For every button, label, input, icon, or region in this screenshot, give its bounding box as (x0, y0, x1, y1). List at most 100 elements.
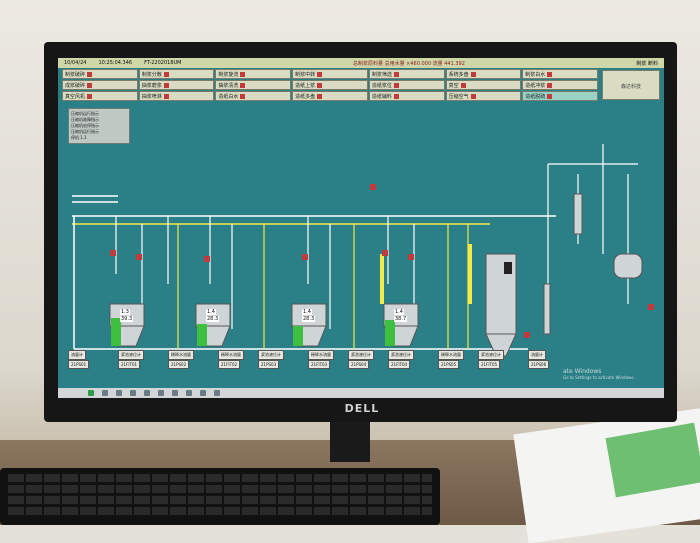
status-indicator-icon (317, 82, 323, 88)
nav-button-label: 抽浆喷淋 (141, 93, 162, 100)
legend-item: 停机 1.1 (71, 135, 87, 140)
instrument-tag: 21PS02 (168, 360, 190, 369)
nav-button[interactable]: 抽浆磨浆 (138, 80, 215, 90)
right-column (547, 144, 638, 334)
settings-icon[interactable] (116, 390, 122, 396)
nav-button[interactable]: 抽浆清洗 (215, 80, 292, 90)
nav-button-label: 制浆分散 (141, 71, 162, 78)
column-gauge (543, 283, 551, 335)
tank-4 (383, 303, 419, 347)
nav-button[interactable]: 制浆白水 (522, 69, 598, 79)
nav-button-label: 真空 (448, 82, 459, 89)
windows-watermark: ate Windows Go to Settings to activate W… (563, 368, 635, 380)
tank-4-value2: 38.7 (394, 316, 408, 322)
status-indicator-icon (240, 82, 246, 88)
stop-icon[interactable] (102, 390, 108, 396)
watermark-title: ate Windows (563, 368, 602, 375)
help-icon[interactable] (200, 390, 206, 396)
monitor-bezel: 10/04/24 10:25:04.346 FT-2202018UM 总制浆原料… (44, 42, 677, 422)
status-indicator-icon (163, 71, 169, 77)
nav-button[interactable]: 造纸上浆 (292, 80, 368, 90)
alarm-icon[interactable] (144, 390, 150, 396)
nav-button[interactable]: 造纸辅料 (368, 91, 445, 101)
status-indicator-icon (317, 71, 323, 77)
status-indicator-icon (87, 82, 93, 88)
nav-button-label: 制浆筛选 (371, 71, 392, 78)
trend-icon[interactable] (130, 390, 136, 396)
status-indicator-icon (460, 82, 466, 88)
instrument-tag: 21PS06 (528, 360, 550, 369)
instrument-label: 浆池液位计 (118, 350, 144, 360)
nav-button-label: 造纸白水 (218, 93, 239, 100)
nav-button[interactable]: 成浆破碎 (62, 80, 138, 90)
instrument-tag: 21FIT03 (308, 360, 331, 369)
nav-button-label: 造纸脱硫 (525, 93, 546, 100)
level-indicator-2 (380, 254, 384, 304)
user-text: FT-2202018UM (144, 60, 182, 66)
status-indicator-icon (393, 71, 399, 77)
time-text: 10:25:04.346 (98, 60, 133, 66)
nav-button[interactable]: 制浆筛选 (368, 69, 445, 79)
nav-button[interactable]: 压缩空气 (445, 91, 522, 101)
nav-button-label: 制浆白水 (525, 71, 546, 78)
tank-4-value: 1.4 (394, 309, 404, 315)
tank-3-value: 1.4 (302, 309, 312, 315)
monitor-stand (330, 422, 370, 462)
nav-button-label: 造纸冲浆 (525, 82, 546, 89)
instrument-label: 流量计 (68, 350, 86, 360)
nav-button[interactable]: 系统多盘 (445, 69, 522, 79)
report-icon[interactable] (158, 390, 164, 396)
nav-button[interactable]: 造纸多盘 (292, 91, 368, 101)
round-tank (613, 253, 643, 279)
user-icon[interactable] (186, 390, 192, 396)
tank-3-value2: 28.3 (302, 316, 316, 322)
process-nav-grid: 制浆破碎 制浆分散 制浆旋流制浆中转 制浆筛选 系统多盘制浆白水成浆破碎 抽浆磨浆 抽浆清洗… (62, 69, 598, 101)
nav-button[interactable]: 制浆破碎 (62, 69, 138, 79)
nav-button-label: 抽浆磨浆 (141, 82, 162, 89)
nav-button[interactable]: 制浆旋流 (215, 69, 292, 79)
print-icon[interactable] (172, 390, 178, 396)
status-indicator-icon (470, 93, 476, 99)
status-indicator-icon (87, 71, 93, 77)
instrument-label: 稀释水流量 (218, 350, 244, 360)
instrument-tag: 21PS01 (68, 360, 90, 369)
status-indicator-icon (547, 93, 553, 99)
nav-button[interactable]: 制浆中转 (292, 69, 368, 79)
status-message: 总制浆原料量 总用水量 ×460.000 流量 441.392 (353, 60, 465, 67)
storage-tower (485, 253, 517, 357)
nav-button[interactable]: 造纸脱硫 (522, 91, 598, 101)
status-indicator-icon (470, 71, 476, 77)
legend-item: 压缩机运行指示 (71, 111, 99, 116)
nav-button[interactable]: 真空风机 (62, 91, 138, 101)
instrument-label: 稀释水流量 (438, 350, 464, 360)
nav-button[interactable]: 造纸白水 (215, 91, 292, 101)
key-row (8, 485, 432, 493)
status-bar: 10/04/24 10:25:04.346 FT-2202018UM 总制浆原料… (58, 58, 664, 68)
status-indicator-icon (163, 93, 169, 99)
nav-button[interactable]: 真空 (445, 80, 522, 90)
company-logo: 森达科技 (602, 70, 660, 100)
tank-1 (109, 303, 145, 347)
tank-3-piping (307, 216, 331, 329)
nav-button-label: 成浆破碎 (65, 82, 86, 89)
instrument-label: 稀释水流量 (168, 350, 194, 360)
nav-button-label: 制浆破碎 (65, 71, 86, 78)
key-row (8, 507, 432, 515)
nav-button[interactable]: 抽浆喷淋 (138, 91, 215, 101)
nav-button[interactable]: 造纸冲浆 (522, 80, 598, 90)
nav-button-label: 压缩空气 (448, 93, 469, 100)
instrument-tag: 21FIT02 (218, 360, 241, 369)
nav-button[interactable]: 制浆分散 (138, 69, 215, 79)
nav-button-label: 造纸多盘 (295, 93, 316, 100)
nav-button-label: 制浆中转 (295, 71, 316, 78)
play-icon[interactable] (88, 390, 94, 396)
alarm-text: 制浆 断料 (636, 60, 658, 67)
instrument-label: 稀释水流量 (308, 350, 334, 360)
legend-item: 压缩机运行指示 (71, 129, 99, 134)
status-indicator-icon (87, 93, 93, 99)
status-indicator-icon (547, 82, 553, 88)
key-row (8, 496, 432, 504)
exit-icon[interactable] (214, 390, 220, 396)
nav-button[interactable]: 造纸浆位 (368, 80, 445, 90)
tank-2-value: 1.4 (206, 309, 216, 315)
